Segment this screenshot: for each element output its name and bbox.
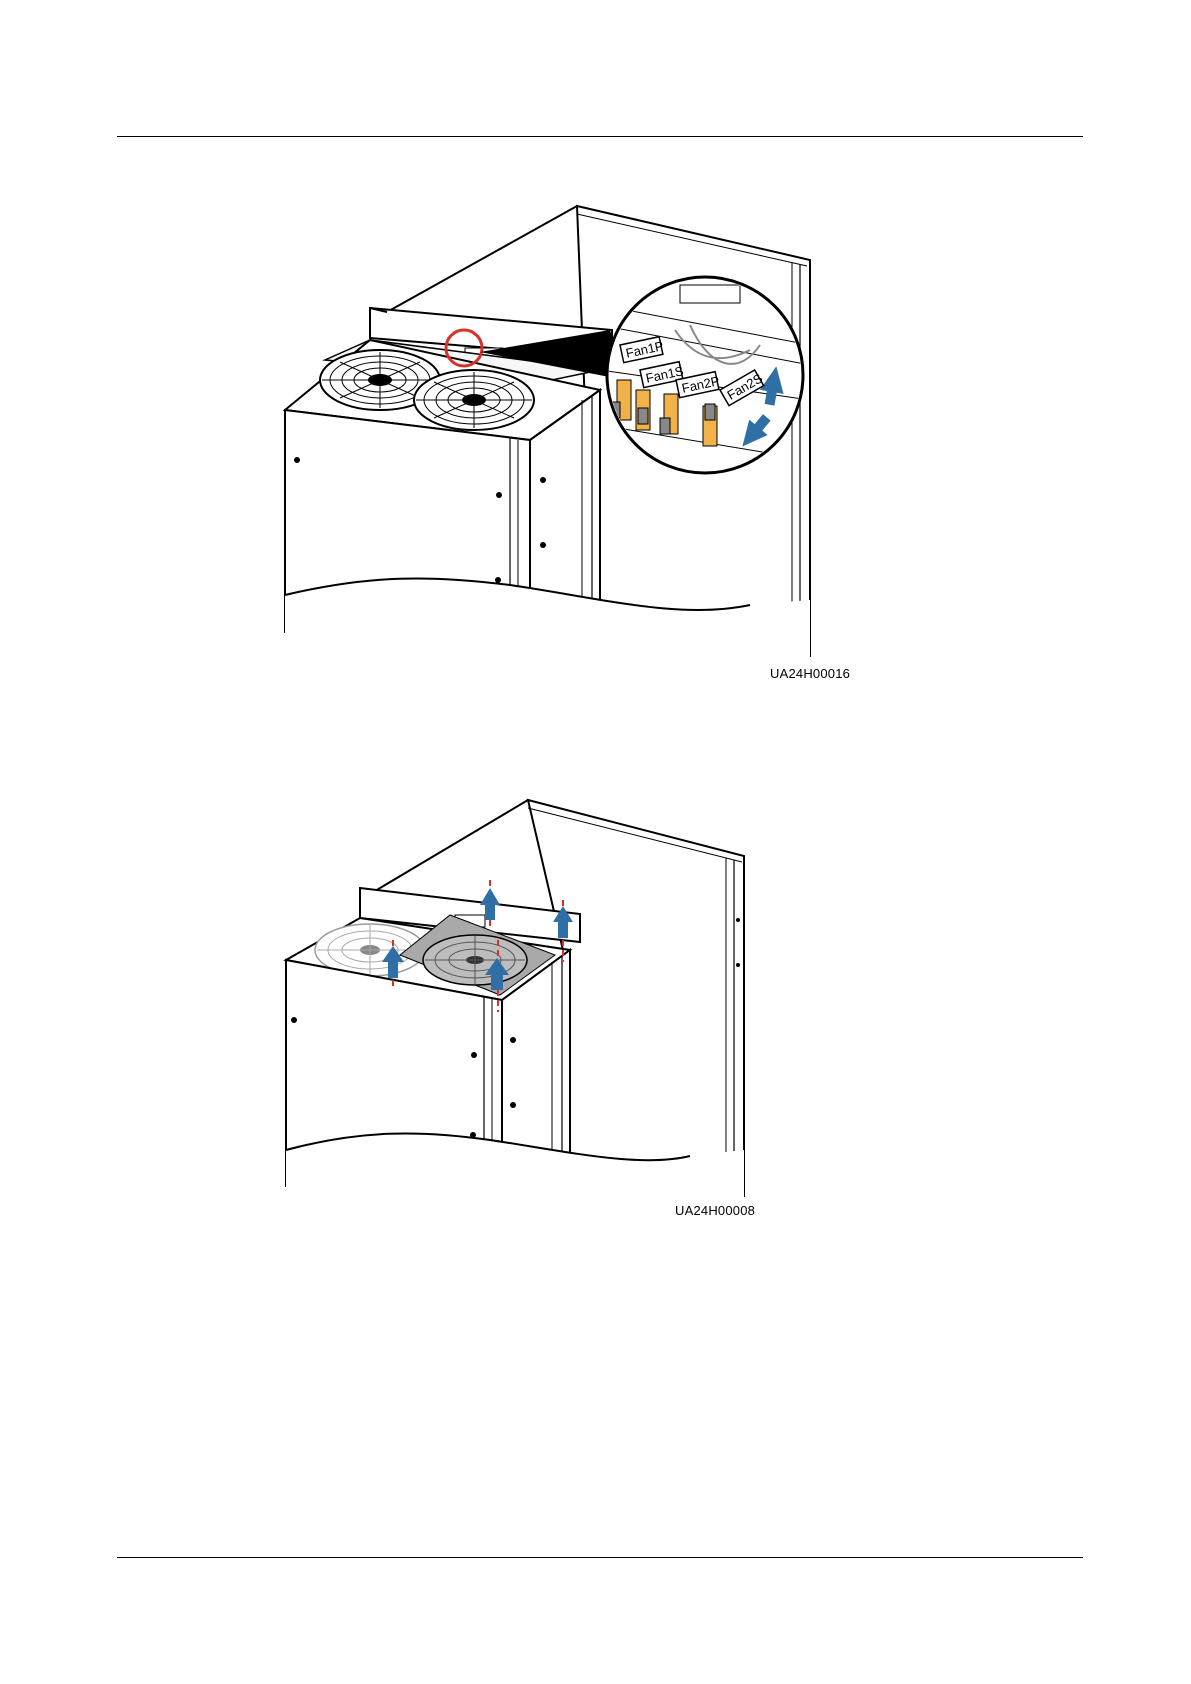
figure-fan-removal: UA24H00008 <box>280 790 760 1235</box>
figure-id-label: UA24H00016 <box>770 666 850 681</box>
figure-fan-cable-disconnect: Fan1P Fan1S Fan2P Fan2S UA24H00016 <box>280 200 860 680</box>
footer-rule <box>117 1557 1083 1558</box>
fan-right <box>414 370 534 430</box>
header-rule <box>117 136 1083 137</box>
figure-id-label: UA24H00008 <box>675 1203 755 1218</box>
cabinet-illustration-2 <box>280 790 760 1235</box>
cabinet-illustration-1: Fan1P Fan1S Fan2P Fan2S <box>280 200 860 680</box>
